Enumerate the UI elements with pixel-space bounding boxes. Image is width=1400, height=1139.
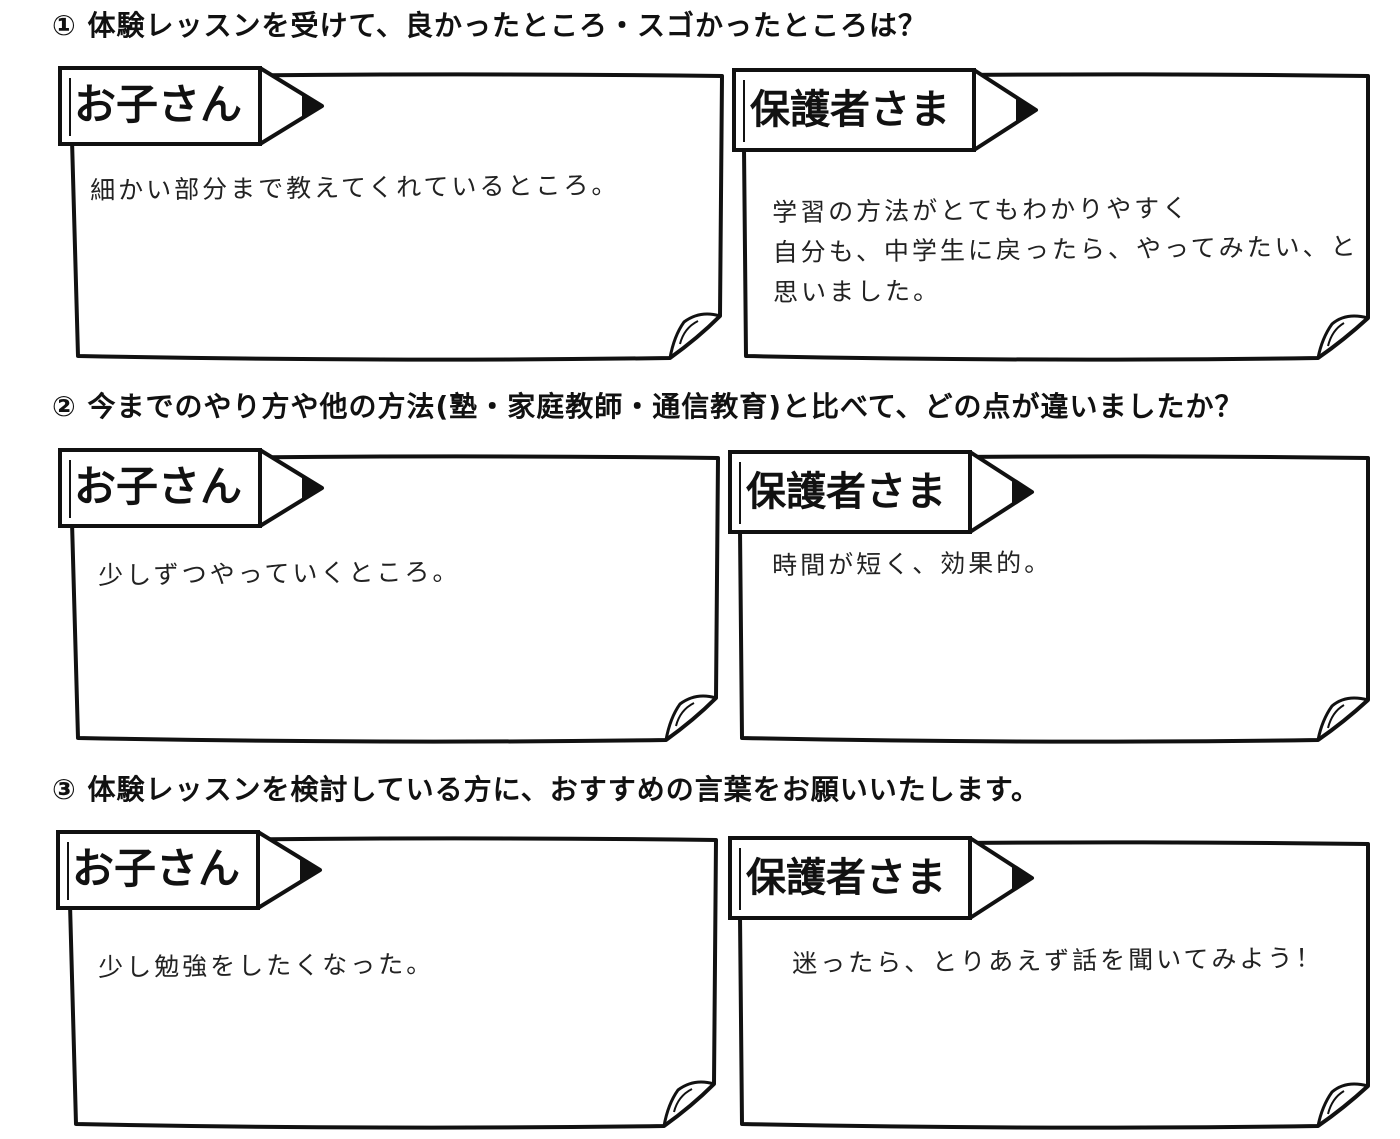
answer-line: 思いました。 [772, 276, 942, 307]
pencil-icon [58, 448, 324, 528]
pencil-label-child: お子さん [58, 66, 328, 146]
answer-line: 少し勉強をしたくなった。 [98, 949, 435, 982]
q3-child-answer: 少し勉強をしたくなった。 [98, 944, 434, 988]
child-label: お子さん [74, 462, 243, 511]
pencil-icon [732, 68, 1038, 152]
q2-parent-answer: 時間が短く、効果的。 [772, 543, 1052, 586]
note-card-frame [738, 840, 1370, 1130]
answer-line: 迷ったら、とりあえず話を聞いてみよう！ [792, 943, 1324, 978]
answer-line: 少しずつやっていくところ。 [98, 557, 461, 590]
q1-child-card: お子さん 細かい部分まで教えてくれているところ。 [58, 66, 726, 362]
q3-parent-answer: 迷ったら、とりあえず話を聞いてみよう！ [792, 938, 1324, 984]
pencil-label-parent: 保護者さま [728, 450, 1038, 534]
q1-parent-card: 保護者さま 学習の方法がとてもわかりやすく 自分も、中学生に戻ったら、やってみた… [732, 68, 1372, 362]
q2-child-card: お子さん 少しずつやっていくところ。 [58, 448, 722, 744]
child-label: お子さん [72, 844, 241, 893]
answer-line: 細かい部分まで教えてくれているところ。 [90, 170, 620, 205]
question-3-text: ③ 体験レッスンを検討している方に、おすすめの言葉をお願いいたします。 [52, 773, 1040, 806]
q1-child-answer: 細かい部分まで教えてくれているところ。 [90, 165, 620, 211]
note-card-frame [742, 72, 1370, 362]
question-1-text: ① 体験レッスンを受けて、良かったところ・スゴかったところは？ [52, 9, 928, 42]
note-card-frame [68, 836, 718, 1130]
pencil-icon [728, 836, 1034, 920]
pencil-icon [58, 66, 324, 146]
note-card-frame [70, 72, 724, 362]
pencil-label-child: お子さん [58, 448, 328, 528]
question-2-text: ② 今までのやり方や他の方法(塾・家庭教師・通信教育)と比べて、どの点が違いまし… [52, 390, 1244, 423]
pencil-icon [728, 450, 1034, 534]
answer-line: 時間が短く、効果的。 [772, 548, 1053, 580]
q2-parent-card: 保護者さま 時間が短く、効果的。 [728, 450, 1372, 744]
q3-parent-card: 保護者さま 迷ったら、とりあえず話を聞いてみよう！ [728, 836, 1372, 1130]
answer-line: 自分も、中学生に戻ったら、やってみたい、と [772, 231, 1359, 267]
pencil-label-child: お子さん [56, 830, 326, 910]
q1-parent-answer: 学習の方法がとてもわかりやすく 自分も、中学生に戻ったら、やってみたい、と 思い… [772, 187, 1359, 313]
parent-label: 保護者さま [746, 469, 946, 515]
pencil-label-parent: 保護者さま [728, 836, 1038, 920]
pencil-icon [56, 830, 322, 910]
parent-label: 保護者さま [746, 855, 946, 901]
parent-label: 保護者さま [750, 87, 950, 133]
note-card-frame [70, 454, 720, 744]
pencil-label-parent: 保護者さま [732, 68, 1042, 152]
answer-line: 学習の方法がとてもわかりやすく [772, 193, 1191, 227]
note-card-frame [738, 454, 1370, 744]
q2-child-answer: 少しずつやっていくところ。 [98, 552, 461, 596]
q3-child-card: お子さん 少し勉強をしたくなった。 [56, 830, 720, 1130]
child-label: お子さん [74, 80, 243, 129]
